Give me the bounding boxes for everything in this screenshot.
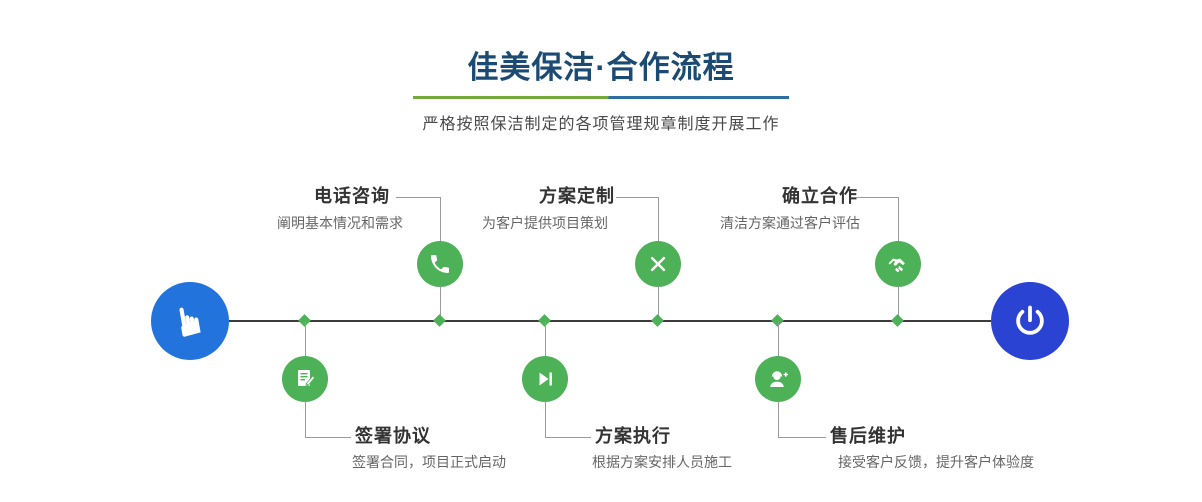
timeline-line — [229, 320, 991, 322]
connector-line — [305, 322, 306, 357]
connector-line — [616, 197, 658, 198]
connector-line — [778, 322, 779, 357]
step-icon-circle — [417, 241, 463, 287]
hand-pointer-icon: ☛ — [165, 299, 215, 343]
connector-line — [396, 197, 441, 198]
step-description: 清洁方案通过客户评估 — [720, 215, 860, 231]
connector-line — [440, 197, 441, 242]
connector-line — [305, 401, 306, 438]
timeline-node-diamond — [891, 314, 904, 327]
step-title: 方案定制 — [539, 186, 615, 206]
step-description: 接受客户反馈，提升客户体验度 — [838, 454, 1034, 470]
play-icon — [539, 372, 552, 386]
step-icon-circle — [635, 241, 681, 287]
step-title: 确立合作 — [782, 186, 858, 206]
step-description: 为客户提供项目策划 — [482, 215, 608, 231]
connector-line — [898, 197, 899, 242]
step-icon-circle — [522, 356, 568, 402]
connector-line — [545, 401, 546, 438]
connector-line — [898, 286, 899, 321]
connector-line — [545, 322, 546, 357]
connector-line — [658, 197, 659, 242]
step-description: 根据方案安排人员施工 — [592, 454, 732, 470]
connector-line — [856, 197, 898, 198]
handshake-icon — [888, 258, 905, 272]
title-underline — [413, 96, 789, 99]
step-title: 售后维护 — [830, 426, 906, 446]
pencil-ruler-icon — [650, 256, 666, 272]
step-description: 签署合同，项目正式启动 — [352, 454, 506, 470]
connector-line — [658, 286, 659, 321]
start-node: ☛ — [151, 282, 229, 360]
page-subtitle: 严格按照保洁制定的各项管理规章制度开展工作 — [422, 116, 780, 133]
step-title: 签署协议 — [355, 426, 431, 446]
customer-service-icon — [770, 371, 788, 387]
step-icon-circle — [755, 356, 801, 402]
page-title: 佳美保洁·合作流程 — [467, 50, 735, 85]
step-icon-circle — [875, 241, 921, 287]
end-node — [991, 282, 1069, 360]
power-icon — [1016, 305, 1044, 335]
connector-line — [305, 437, 351, 438]
step-description: 阐明基本情况和需求 — [277, 215, 403, 231]
sign-contract-icon — [298, 370, 316, 387]
connector-line — [440, 286, 441, 321]
step-title: 电话咨询 — [314, 186, 390, 206]
connector-line — [778, 401, 779, 438]
step-title: 方案执行 — [595, 426, 671, 446]
timeline-node-diamond — [433, 314, 446, 327]
phone-icon — [431, 255, 449, 273]
connector-line — [778, 437, 826, 438]
connector-line — [545, 437, 591, 438]
step-icon-circle — [282, 356, 328, 402]
timeline-node-diamond — [651, 314, 664, 327]
